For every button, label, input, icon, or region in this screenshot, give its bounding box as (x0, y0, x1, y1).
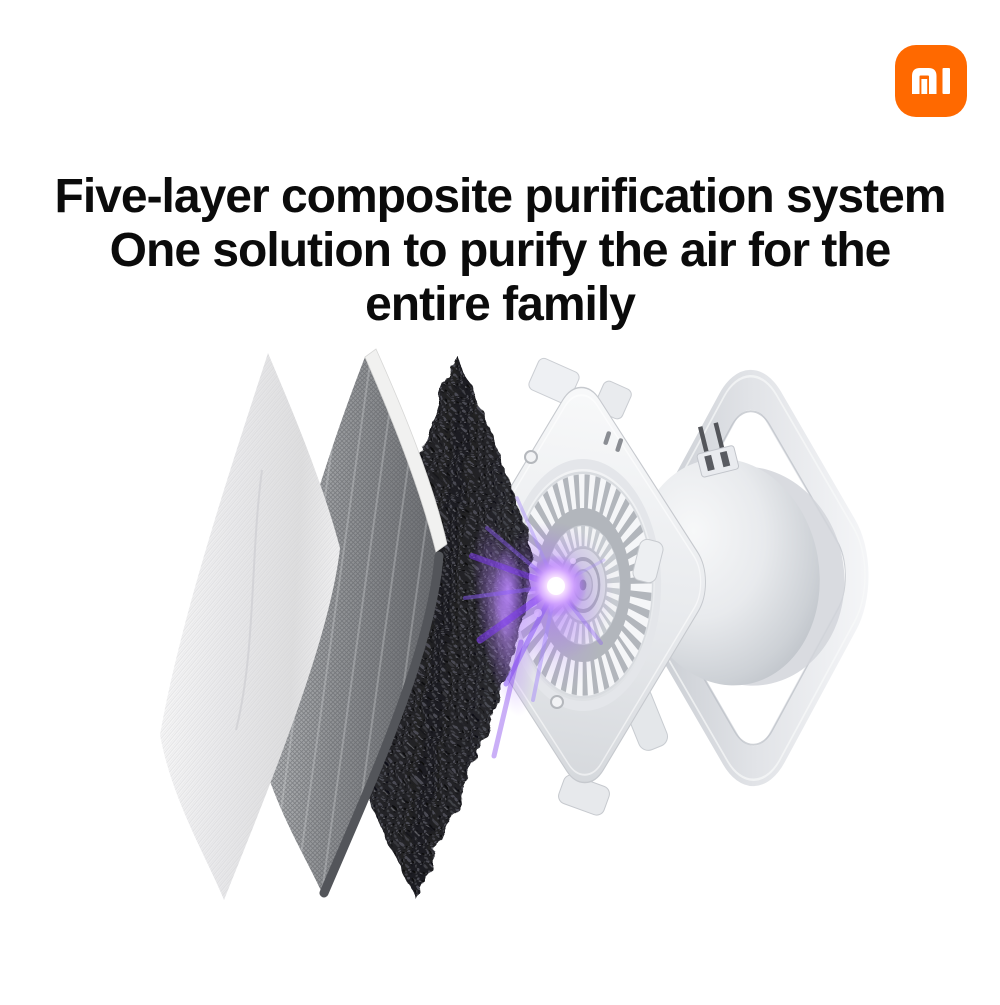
uv-streak-down (491, 639, 524, 759)
headline-line-1: Five-layer composite purification system (54, 170, 947, 224)
plate-screw-hole-bottom (550, 695, 564, 709)
honeycomb-sheet (258, 348, 448, 898)
plate-screw-hole-top (524, 450, 538, 464)
uv-flare-2 (570, 558, 576, 564)
honeycomb-side-edge (319, 551, 444, 898)
xiaomi-logo-i-glyph (942, 68, 950, 94)
frame-ring-highlight (638, 375, 866, 781)
foam-texture (350, 355, 533, 898)
pin-right (713, 422, 726, 453)
carbon-foam-sheet (350, 355, 533, 898)
honeycomb-top-edge (364, 348, 448, 553)
xiaomi-logo-m-stub (921, 79, 928, 94)
honeycomb-stripes (258, 357, 436, 895)
uv-led-center (547, 577, 565, 595)
pin-socket-slot-right (719, 450, 731, 468)
xiaomi-logo (895, 45, 967, 117)
premesh-fold-line (235, 469, 263, 731)
pin-left (698, 426, 710, 457)
plate-side-clip (632, 538, 664, 584)
uv-glow (463, 496, 634, 759)
headline-line-3: entire family (365, 278, 636, 332)
plate-vent-tick-1 (603, 431, 612, 445)
plate-vent-tick-2 (615, 438, 624, 452)
xiaomi-logo-m-glyph (912, 68, 937, 94)
premesh-sheet (160, 353, 340, 900)
headline-line-2: One solution to purify the air for the (109, 224, 892, 278)
pin-socket-slot-left (704, 454, 715, 472)
headline: Five-layer composite purification system… (0, 170, 1000, 332)
uv-flare-1 (534, 609, 542, 617)
xiaomi-logo-svg (895, 45, 967, 117)
connector-pins (696, 422, 740, 478)
